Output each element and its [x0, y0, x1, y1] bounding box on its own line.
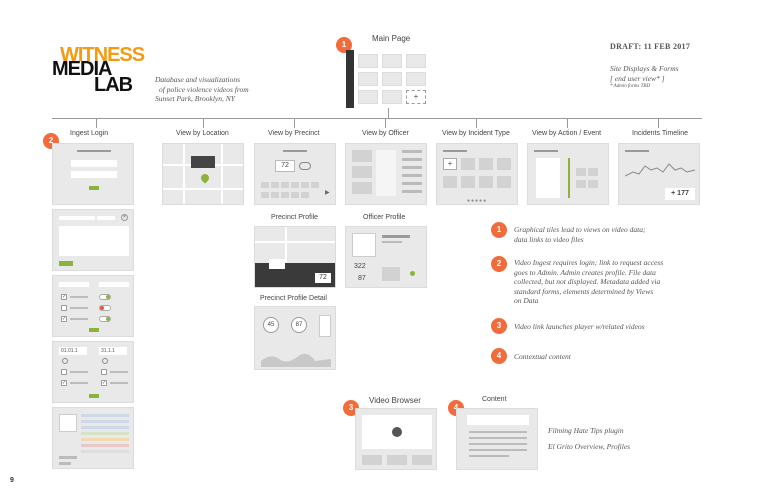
timeline-count: + 177: [665, 188, 695, 200]
flow-line: [52, 118, 702, 119]
precinct-profile-screen[interactable]: 72: [254, 226, 336, 288]
chevron-right-icon[interactable]: ▶: [325, 190, 330, 196]
timeline-screen[interactable]: + 177: [618, 143, 700, 205]
detail-stat-1: 45: [263, 317, 279, 333]
video-player[interactable]: [362, 415, 432, 449]
legend-text-4: Contextual content: [514, 352, 571, 361]
project-description: Database and visualizations of police vi…: [155, 75, 249, 103]
badge-1: 1: [336, 37, 352, 53]
checkbox[interactable]: ✓: [61, 316, 67, 322]
view-by-incident-label: View by Incident Type: [442, 130, 510, 137]
draft-date: DRAFT: 11 FEB 2017: [610, 42, 691, 51]
video-browser-screen[interactable]: [355, 408, 437, 470]
legend-badge-2: 2: [491, 256, 507, 272]
timeline-scrubber[interactable]: [568, 158, 570, 198]
end-date-field[interactable]: 31.1.1: [99, 347, 127, 355]
content-label: Content: [482, 396, 507, 403]
timeline-sparkline: [625, 163, 695, 177]
clock-icon: [102, 358, 108, 364]
content-note-2: El Grito Overview, Profiles: [548, 442, 631, 451]
precinct-profile-number: 72: [315, 273, 331, 283]
add-tile-icon[interactable]: +: [406, 90, 426, 104]
checkbox[interactable]: [61, 305, 67, 311]
area-path: [261, 353, 331, 367]
map-pin-icon: [410, 271, 415, 276]
legend-text-2: Video Ingest requires login; link to req…: [514, 258, 664, 305]
toggle[interactable]: [99, 305, 111, 311]
logo-witness: WITNESS: [60, 44, 145, 66]
related-video[interactable]: [387, 455, 407, 465]
avatar: [59, 414, 77, 432]
upload-area[interactable]: [59, 226, 129, 256]
officer-profile-screen[interactable]: 322 87: [345, 226, 427, 288]
location-map-screen[interactable]: [162, 143, 244, 205]
subtitle: Site Displays & Forms [ end user view* ]…: [610, 64, 679, 89]
officer-view-screen[interactable]: [345, 143, 427, 205]
map-pin-icon[interactable]: [199, 172, 211, 184]
precinct-profile-label: Precinct Profile: [271, 214, 319, 221]
ingest-dates-screen[interactable]: 01.01.1 31.1.1 ✓ ✓: [52, 341, 134, 403]
username-field[interactable]: [71, 160, 117, 167]
avatar: [319, 315, 331, 337]
ingest-login-screen[interactable]: [52, 143, 134, 205]
legend-badge-3: 3: [491, 318, 507, 334]
content-screen[interactable]: [456, 408, 538, 470]
detail-stat-2: 87: [291, 317, 307, 333]
main-page-sidebar: [346, 50, 354, 108]
main-page-label: Main Page: [372, 34, 411, 43]
toggle[interactable]: [99, 294, 111, 300]
password-field[interactable]: [71, 171, 117, 178]
ingest-options-screen[interactable]: ✓ ✓: [52, 275, 134, 337]
add-tile-icon[interactable]: +: [443, 158, 457, 170]
legend-badge-1: 1: [491, 222, 507, 238]
officer-profile-label: Officer Profile: [363, 214, 406, 221]
legend-badge-4: 4: [491, 348, 507, 364]
toggle[interactable]: [99, 316, 111, 322]
view-by-action-label: View by Action / Event: [532, 130, 602, 137]
legend-text-1: Graphical tiles lead to views on video d…: [514, 225, 646, 244]
ingest-profile-screen[interactable]: [52, 407, 134, 469]
main-page-thumbnail[interactable]: +: [346, 50, 436, 108]
officer-stat-1: 322: [354, 263, 366, 270]
legend-text-3: Video link launches player w/related vid…: [514, 322, 645, 331]
map-tooltip: [191, 156, 215, 168]
officer-stat-2: 87: [358, 275, 366, 282]
cloud-icon: [299, 162, 311, 170]
close-icon[interactable]: ×: [121, 214, 128, 221]
clock-icon: [62, 358, 68, 364]
precinct-view-screen[interactable]: 72 ▶: [254, 143, 336, 205]
related-video[interactable]: [412, 455, 432, 465]
logo-lab: LAB: [94, 74, 133, 96]
action-view-screen[interactable]: [527, 143, 609, 205]
precinct-detail-label: Precinct Profile Detail: [260, 295, 327, 302]
view-by-precinct-label: View by Precinct: [268, 130, 320, 137]
incident-view-screen[interactable]: + ●●●●●: [436, 143, 518, 205]
related-video[interactable]: [362, 455, 382, 465]
view-by-location-label: View by Location: [176, 130, 229, 137]
page-number: 9: [10, 477, 14, 484]
content-note-1: Filming Hate Tips plugin: [548, 426, 624, 435]
view-by-officer-label: View by Officer: [362, 130, 409, 137]
precinct-detail-screen[interactable]: 45 87: [254, 306, 336, 370]
start-date-field[interactable]: 01.01.1: [59, 347, 87, 355]
ingest-login-label: Ingest Login: [70, 130, 109, 137]
ingest-upload-screen[interactable]: ×: [52, 209, 134, 271]
logo-media: MEDIA: [52, 58, 112, 80]
pagination-dots[interactable]: ●●●●●: [467, 198, 488, 204]
sparkline-path: [625, 163, 695, 177]
upload-button[interactable]: [59, 261, 73, 266]
login-button[interactable]: [89, 186, 99, 190]
video-browser-label: Video Browser: [369, 396, 421, 405]
play-icon[interactable]: [392, 427, 402, 437]
officer-avatar: [352, 233, 376, 257]
witness-media-lab-logo: WITNESS MEDIA LAB: [52, 44, 162, 96]
incidents-timeline-label: Incidents Timeline: [632, 130, 689, 137]
precinct-number: 72: [275, 160, 295, 172]
save-button[interactable]: [89, 328, 99, 332]
checkbox[interactable]: ✓: [61, 294, 67, 300]
detail-area-chart: [261, 353, 331, 367]
submit-button[interactable]: [89, 394, 99, 398]
